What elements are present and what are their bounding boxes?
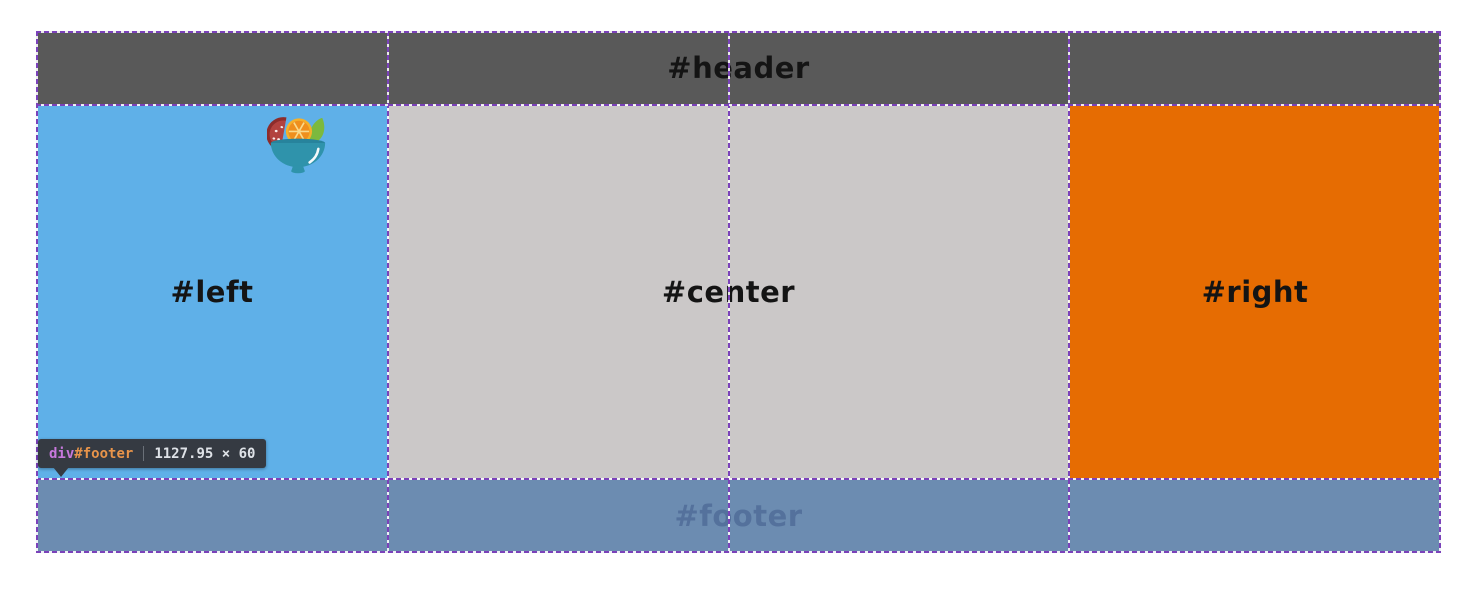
header-panel: #header [36,31,1441,105]
center-panel: #center [388,105,1069,479]
center-label: #center [661,275,796,309]
footer-label: #footer [674,499,803,533]
left-panel: #left [36,105,388,479]
tooltip-dimensions: 1127.95 × 60 [154,445,256,462]
footer-panel: #footer [36,479,1441,553]
header-label: #header [667,51,810,85]
right-panel: #right [1069,105,1441,479]
fruit-bowl-image [267,117,326,174]
inspect-tooltip: div#footer 1127.95 × 60 [38,439,267,477]
layout-grid: #header [36,31,1441,553]
tooltip-divider [143,446,145,461]
tooltip-arrow [53,467,69,477]
tooltip-tag-name: div [49,445,75,462]
tooltip-element-id: #footer [74,445,134,462]
left-label: #left [170,275,254,309]
right-label: #right [1201,275,1309,309]
